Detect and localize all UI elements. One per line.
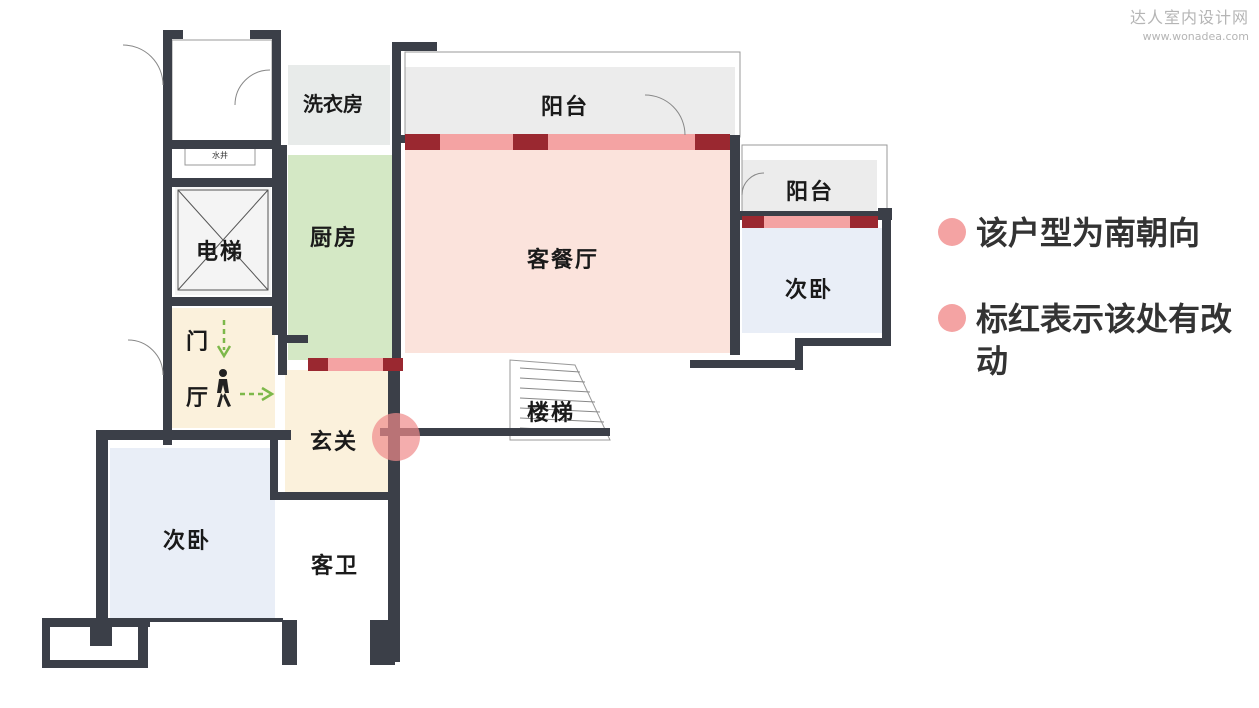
door-swings [122, 44, 765, 376]
elevator-label: 电梯 [196, 240, 245, 265]
bedroom-right-fill [742, 228, 882, 333]
legend-dot-icon [938, 304, 966, 332]
stairs-label: 楼梯 [527, 401, 576, 426]
change-marks [308, 134, 878, 461]
hall-char-label: 厅 [186, 386, 211, 411]
living-dining-label: 客餐厅 [527, 248, 600, 273]
walls [42, 30, 892, 668]
bedroom-left-label: 次卧 [163, 529, 212, 554]
balcony-side-fill [742, 160, 877, 215]
door-char-label: 门 [186, 330, 211, 355]
balcony-side-label: 阳台 [786, 180, 835, 205]
elevator-shaft [177, 189, 269, 291]
person-walking-icon [217, 369, 231, 407]
watermark: 达人室内设计网 www.wonadea.com [1130, 4, 1249, 43]
balcony-main-label: 阳台 [541, 95, 590, 120]
foyer-fill [285, 370, 390, 492]
legend-changes-text: 标红表示该处有改动 [976, 300, 1233, 380]
water-well-label: 水井 [212, 151, 228, 160]
bedroom-left-fill [110, 448, 275, 618]
entry-hall-fill [170, 308, 275, 428]
legend-orientation: 该户型为南朝向 [938, 212, 1256, 254]
foyer-label: 玄关 [310, 430, 359, 455]
change-marker-circle [372, 413, 420, 461]
bedroom-right-label: 次卧 [785, 278, 834, 303]
watermark-site-name: 达人室内设计网 [1129, 8, 1249, 27]
legend-dot-icon [938, 218, 966, 246]
stairs-outline [509, 359, 611, 441]
storage-room-top [171, 39, 273, 146]
legend-changes: 标红表示该处有改动 [938, 298, 1256, 382]
laundry-fill [288, 65, 390, 145]
guest-bath-label: 客卫 [311, 554, 360, 579]
walk-arrows [216, 320, 275, 402]
laundry-label: 洗衣房 [303, 92, 363, 116]
kitchen-label: 厨房 [310, 226, 359, 251]
kitchen-fill [288, 155, 392, 360]
watermark-url: www.wonadea.com [1142, 30, 1249, 43]
balcony-main-fill [405, 67, 735, 137]
legend-orientation-text: 该户型为南朝向 [976, 214, 1201, 252]
living-dining-fill [405, 148, 730, 353]
